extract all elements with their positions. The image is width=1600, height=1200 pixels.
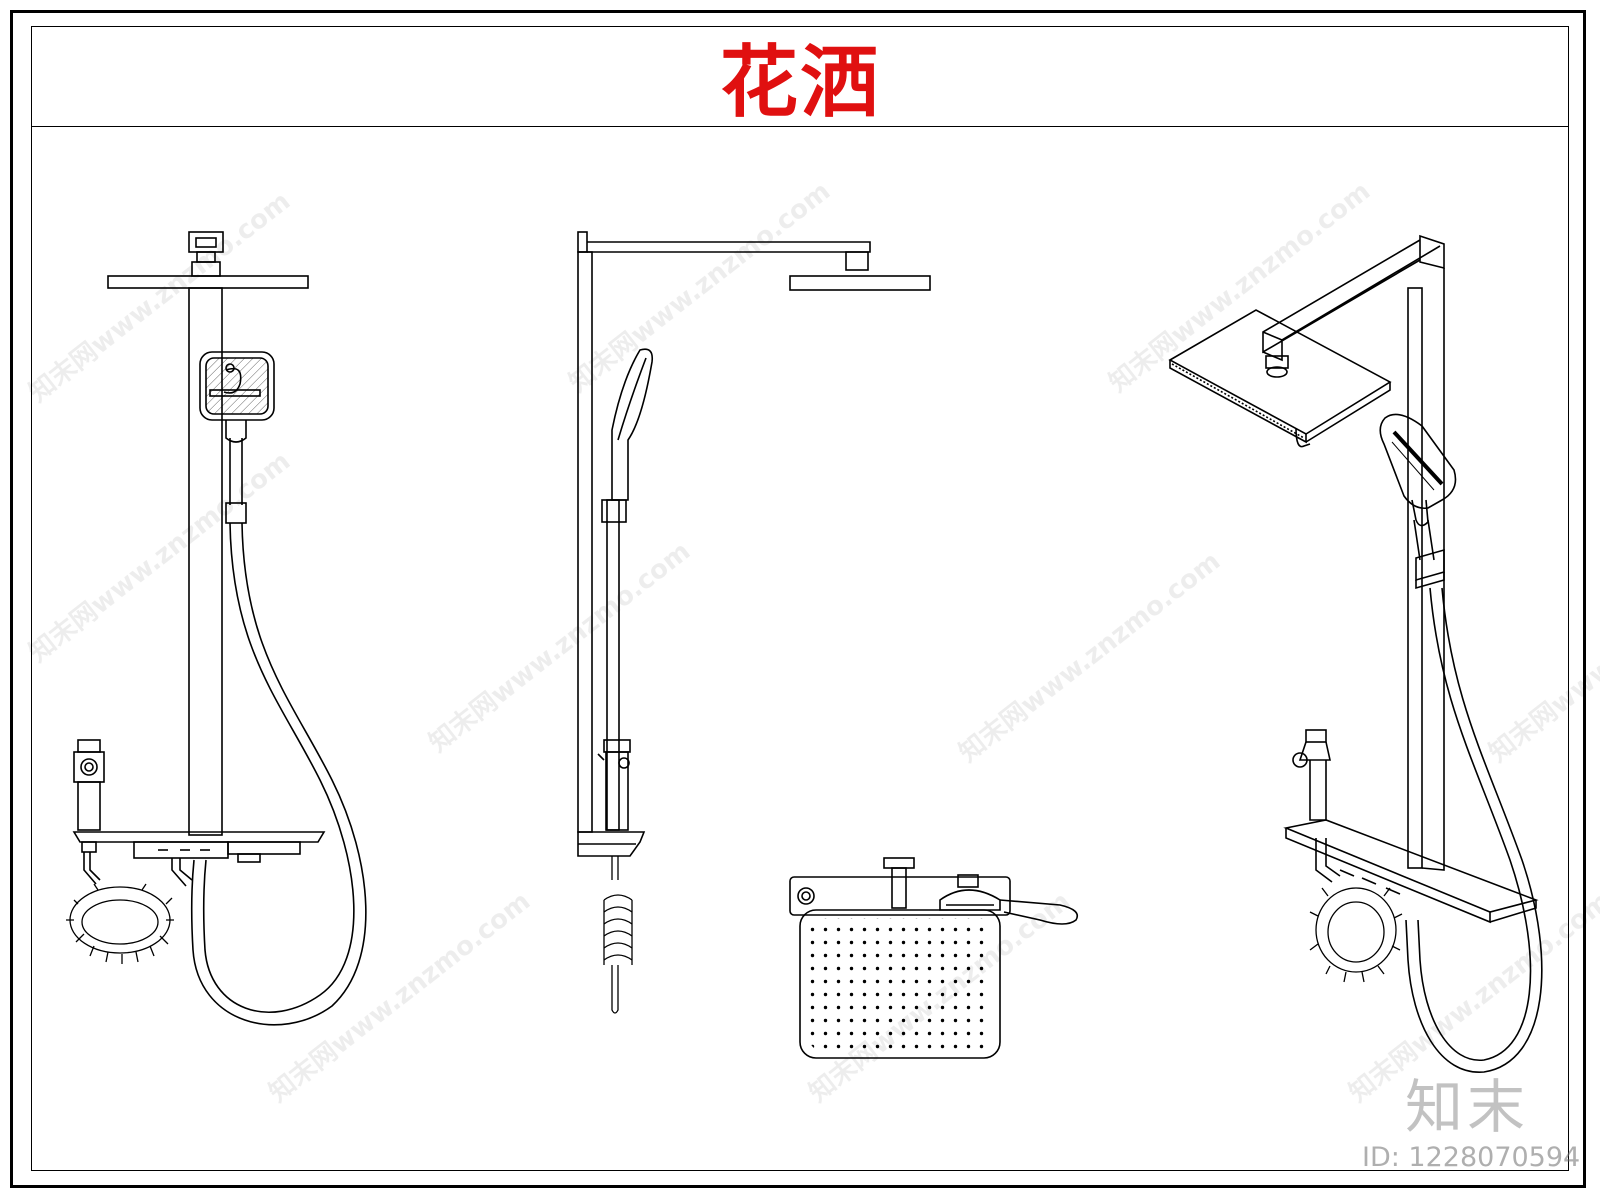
overhead-showerhead bbox=[107, 275, 309, 289]
overhead-showerhead bbox=[1168, 309, 1392, 448]
showerhead-face bbox=[799, 909, 1001, 1059]
riser-pipe bbox=[1407, 287, 1423, 869]
hand-shower-side bbox=[611, 348, 654, 501]
connector-pipes bbox=[1315, 838, 1341, 883]
shower-arm bbox=[587, 241, 871, 253]
showerhead-side bbox=[789, 275, 931, 291]
riser-back bbox=[1421, 268, 1445, 871]
top-view-showerhead bbox=[789, 857, 1079, 1059]
coil-hose-side bbox=[603, 856, 633, 1014]
front-view bbox=[66, 231, 367, 1026]
hose bbox=[1405, 587, 1543, 1073]
bidet-sprayer bbox=[73, 739, 105, 831]
shower-arm bbox=[1262, 239, 1441, 362]
title-divider bbox=[31, 126, 1569, 127]
brand-logo: 知末 bbox=[1405, 1073, 1530, 1141]
riser-pipe bbox=[188, 287, 223, 836]
ceiling-mount-bracket bbox=[188, 231, 224, 277]
diverter-spout bbox=[883, 857, 915, 909]
page-title: 花洒 bbox=[719, 37, 880, 128]
coil-hose bbox=[1309, 887, 1403, 983]
bidet-sprayer-side bbox=[597, 739, 631, 831]
temperature-knob bbox=[939, 874, 1001, 911]
hose bbox=[190, 522, 367, 1026]
perspective-view bbox=[1168, 234, 1543, 1073]
shelf-side bbox=[577, 831, 646, 857]
wall-bracket bbox=[1419, 234, 1445, 270]
valve-plate bbox=[789, 876, 1011, 916]
arm-swivel bbox=[1265, 355, 1289, 378]
arm-elbow bbox=[845, 251, 869, 271]
thermostatic-shelf bbox=[72, 831, 326, 863]
mode-knob bbox=[797, 887, 815, 905]
slide-rail bbox=[606, 499, 620, 831]
coil-hose bbox=[66, 883, 174, 964]
outer-frame bbox=[10, 10, 1586, 1188]
riser-pipe bbox=[577, 251, 593, 833]
nozzle-grid bbox=[810, 918, 992, 1050]
thermostatic-shelf bbox=[1283, 819, 1539, 924]
connector-pipes bbox=[83, 852, 193, 887]
top-arm-bracket bbox=[577, 231, 588, 253]
id-label: ID: 1228070594 bbox=[1362, 1142, 1581, 1173]
slide-holder bbox=[601, 499, 627, 523]
slide-holder bbox=[1415, 548, 1445, 590]
hand-shower-top bbox=[999, 899, 1079, 925]
side-view bbox=[577, 231, 931, 1014]
hand-shower bbox=[199, 351, 275, 505]
slide-holder bbox=[225, 502, 247, 524]
inner-frame bbox=[31, 26, 1569, 1171]
bidet-sprayer bbox=[1292, 729, 1331, 821]
